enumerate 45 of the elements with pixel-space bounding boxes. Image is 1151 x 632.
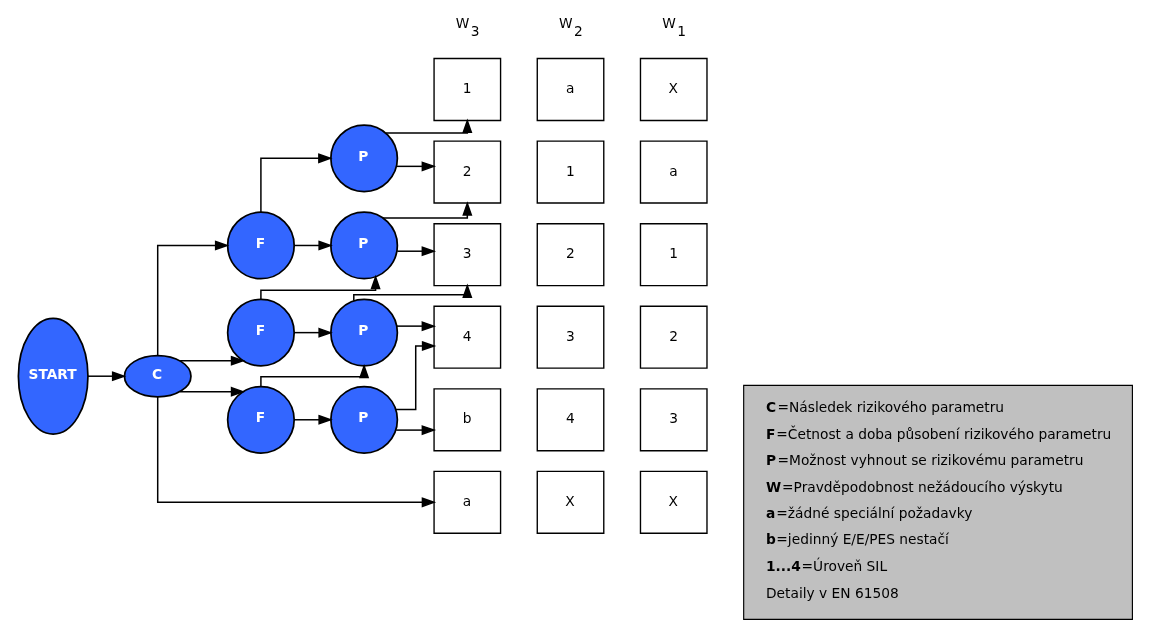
arrow (395, 425, 437, 436)
arrow (260, 153, 333, 213)
node-box: X (639, 470, 708, 534)
arrow (396, 321, 437, 332)
arrow (179, 355, 246, 366)
arrow (87, 371, 127, 382)
arrow (156, 240, 230, 357)
node-box: 1 (536, 140, 605, 204)
arrow (293, 414, 333, 425)
node-box: X (536, 470, 605, 534)
node-box: a (433, 470, 502, 534)
arrow (395, 340, 437, 411)
node-box: C=Následek rizikového parametru F=Četnost a doba působení rizikového parametru P=Možnost vyhnout se rizikovému parametru W=Pravděpodobnost nežádoucího výskytu a=žádné speciální požadavky b=jedinný E/E/PES nestačí 1...4=Úroveň SIL Detaily v EN 61508 (743, 384, 1133, 620)
node-box: a (639, 140, 708, 204)
node-ellipse: START (17, 317, 89, 435)
arrow (385, 118, 473, 134)
node-box: 4 (536, 388, 605, 452)
arrow (260, 274, 381, 300)
node-box: 2 (433, 140, 502, 204)
node-box: 2 (536, 223, 605, 287)
node-box: 2 (639, 305, 708, 369)
node-box: 3 (433, 223, 502, 287)
arrow (353, 283, 473, 302)
node-circle: P (330, 385, 399, 454)
arrow (382, 201, 473, 219)
arrow (260, 363, 370, 388)
node-ellipse: C (123, 354, 192, 398)
node-box: 1 (433, 57, 502, 122)
node-box: a (536, 57, 605, 122)
node-box: b (433, 388, 502, 452)
arrow (293, 240, 333, 251)
node-circle: P (330, 211, 399, 280)
node-box: 1 (639, 223, 708, 287)
node-circle: F (226, 211, 296, 280)
node-box: X (639, 57, 708, 122)
arrow (156, 396, 437, 508)
arrow (179, 386, 246, 397)
arrow (396, 161, 437, 172)
node-box: 3 (639, 388, 708, 452)
node-circle: P (330, 298, 399, 367)
node-box: 3 (536, 305, 605, 369)
node-box: 4 (433, 305, 502, 369)
node-circle: P (330, 124, 399, 193)
arrow (293, 327, 333, 338)
arrow (396, 246, 437, 257)
